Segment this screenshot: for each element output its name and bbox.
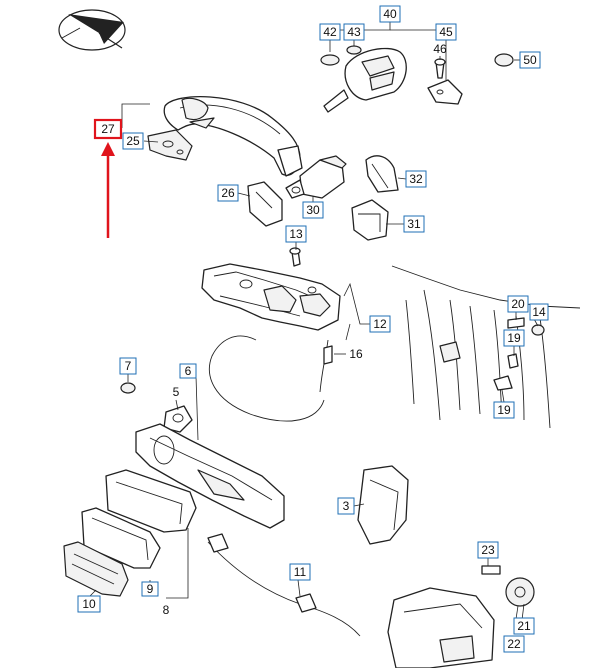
callout-3[interactable]: 3 — [337, 497, 355, 515]
cable-16-part — [208, 335, 333, 422]
bracket-part — [351, 199, 389, 241]
svg-text:16: 16 — [349, 347, 363, 361]
door-handle-part — [163, 96, 303, 177]
svg-text:20: 20 — [511, 297, 525, 311]
callout-43[interactable]: 43 — [343, 23, 365, 41]
svg-text:13: 13 — [289, 227, 303, 241]
callout-45[interactable]: 45 — [435, 23, 457, 41]
trim-panel-8-part — [105, 469, 197, 533]
screw-20-part — [507, 317, 525, 329]
callout-6[interactable]: 6 — [179, 363, 197, 379]
grommet-7-part — [120, 382, 136, 394]
bearing-5-part — [163, 405, 193, 433]
callout-21[interactable]: 21 — [513, 617, 535, 635]
grille-10-part — [63, 541, 129, 597]
svg-text:9: 9 — [147, 582, 154, 596]
cylinder-cap-part — [365, 155, 399, 193]
callout-50[interactable]: 50 — [519, 51, 541, 69]
svg-text:7: 7 — [125, 359, 132, 373]
callout-25[interactable]: 25 — [122, 132, 144, 150]
compass-arrow-icon — [58, 9, 126, 51]
nut-14-part — [531, 324, 545, 336]
screw-19a-part — [507, 353, 519, 369]
svg-text:5: 5 — [173, 385, 180, 399]
callout-13[interactable]: 13 — [285, 225, 307, 243]
handle-cap-part — [247, 181, 283, 227]
callout-40[interactable]: 40 — [379, 5, 401, 23]
screw-19b-part — [493, 375, 513, 391]
svg-text:45: 45 — [439, 25, 453, 39]
door-frame — [391, 265, 581, 429]
svg-text:23: 23 — [481, 543, 495, 557]
callout-8-label: 8 — [163, 603, 170, 617]
callout-16-label: 16 — [349, 347, 363, 361]
screw-part — [434, 58, 446, 79]
callout-19-lower[interactable]: 19 — [493, 401, 515, 419]
callout-9[interactable]: 9 — [141, 581, 159, 597]
callout-14[interactable]: 14 — [529, 303, 549, 321]
callout-32[interactable]: 32 — [405, 170, 427, 188]
callout-5-label: 5 — [173, 385, 180, 399]
cable-11-part — [207, 533, 361, 637]
svg-text:46: 46 — [433, 42, 447, 56]
callout-27[interactable]: 27 — [93, 118, 123, 140]
svg-text:11: 11 — [294, 565, 307, 579]
handle-carrier-part — [201, 263, 341, 331]
callout-20[interactable]: 20 — [507, 295, 529, 313]
callout-26[interactable]: 26 — [217, 184, 239, 202]
key-fob-part — [323, 47, 407, 113]
cover-cap-part — [494, 53, 514, 67]
handle-gasket-part — [147, 129, 193, 161]
key-blade-part — [427, 79, 463, 105]
svg-text:3: 3 — [343, 499, 350, 513]
svg-text:8: 8 — [163, 603, 170, 617]
svg-text:31: 31 — [407, 217, 421, 231]
svg-text:12: 12 — [373, 317, 387, 331]
lock-mechanism-part — [387, 587, 495, 668]
callout-19-upper[interactable]: 19 — [503, 329, 525, 347]
inner-handle-housing-part — [135, 423, 285, 529]
svg-text:19: 19 — [507, 331, 521, 345]
callout-22[interactable]: 22 — [503, 635, 525, 653]
highlight-arrow — [101, 142, 115, 238]
bracket-3-part — [357, 465, 409, 545]
svg-text:40: 40 — [383, 7, 397, 21]
callout-30[interactable]: 30 — [302, 201, 324, 219]
svg-text:26: 26 — [221, 186, 235, 200]
svg-text:43: 43 — [347, 25, 361, 39]
svg-text:27: 27 — [101, 122, 115, 136]
callout-10[interactable]: 10 — [77, 595, 101, 613]
svg-text:19: 19 — [497, 403, 511, 417]
svg-text:6: 6 — [185, 364, 192, 378]
svg-text:22: 22 — [507, 637, 521, 651]
svg-text:50: 50 — [523, 53, 537, 67]
svg-text:32: 32 — [409, 172, 423, 186]
svg-text:14: 14 — [532, 305, 546, 319]
svg-text:30: 30 — [306, 203, 320, 217]
callout-42[interactable]: 42 — [319, 23, 341, 41]
callout-11[interactable]: 11 — [289, 563, 311, 581]
callout-23[interactable]: 23 — [477, 541, 499, 559]
svg-text:10: 10 — [82, 597, 96, 611]
svg-text:21: 21 — [517, 619, 531, 633]
battery-part — [320, 54, 340, 66]
screw-23-part — [481, 565, 501, 575]
svg-text:25: 25 — [126, 134, 140, 148]
callout-12[interactable]: 12 — [369, 315, 391, 333]
callout-46-label: 46 — [433, 42, 447, 56]
screw-13-part — [289, 247, 301, 267]
callout-31[interactable]: 31 — [403, 215, 425, 233]
emblem-part — [346, 45, 362, 55]
striker-22-part — [505, 577, 535, 607]
svg-text:42: 42 — [323, 25, 337, 39]
callout-7[interactable]: 7 — [119, 357, 137, 375]
lock-cylinder-part — [285, 155, 347, 199]
